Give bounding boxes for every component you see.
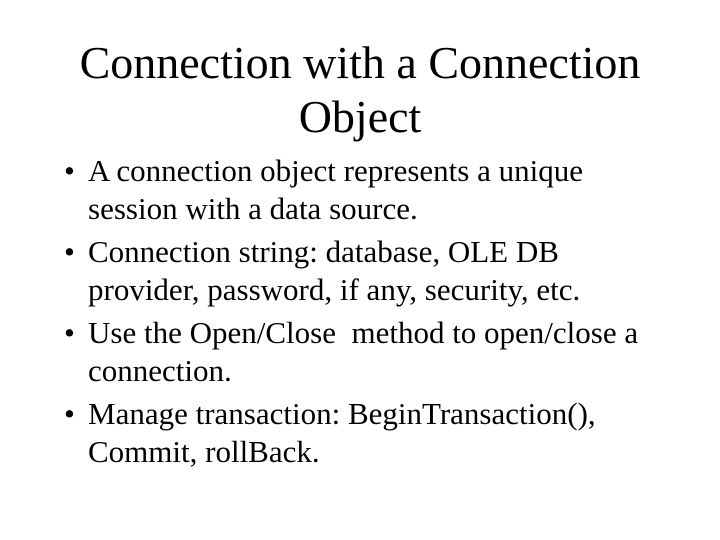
bullet-item-connection-object: • A connection object represents a uniqu… (0, 152, 720, 228)
bullet-item-connection-string: • Connection string: database, OLE DB pr… (0, 233, 720, 309)
bullet-text-line: Manage transaction: BeginTransaction(), (88, 396, 596, 431)
bullet-text-line: connection. (88, 353, 232, 388)
bullet-text-line: Connection string: database, OLE DB (88, 234, 559, 269)
bullet-text-line: Commit, rollBack. (88, 434, 320, 469)
bullet-text-line: provider, password, if any, security, et… (88, 272, 581, 307)
bullet-text-line: session with a data source. (88, 191, 418, 226)
bullet-text-line: A connection object represents a unique (88, 153, 583, 188)
slide-title-line-1: Connection with a Connection (79, 37, 641, 88)
bullet-list: • A connection object represents a uniqu… (0, 152, 720, 476)
bullet-icon: • (64, 234, 75, 269)
bullet-item-open-close: • Use the Open/Close method to open/clos… (0, 314, 720, 390)
slide-title-line-2: Object (298, 91, 422, 142)
bullet-icon: • (64, 153, 75, 188)
bullet-icon: • (64, 315, 75, 350)
slide-title: Connection with a Connection Object (0, 36, 720, 144)
bullet-icon: • (64, 396, 75, 431)
bullet-text-line: Use the Open/Close method to open/close … (88, 315, 639, 350)
bullet-item-manage-transaction: • Manage transaction: BeginTransaction()… (0, 395, 720, 471)
